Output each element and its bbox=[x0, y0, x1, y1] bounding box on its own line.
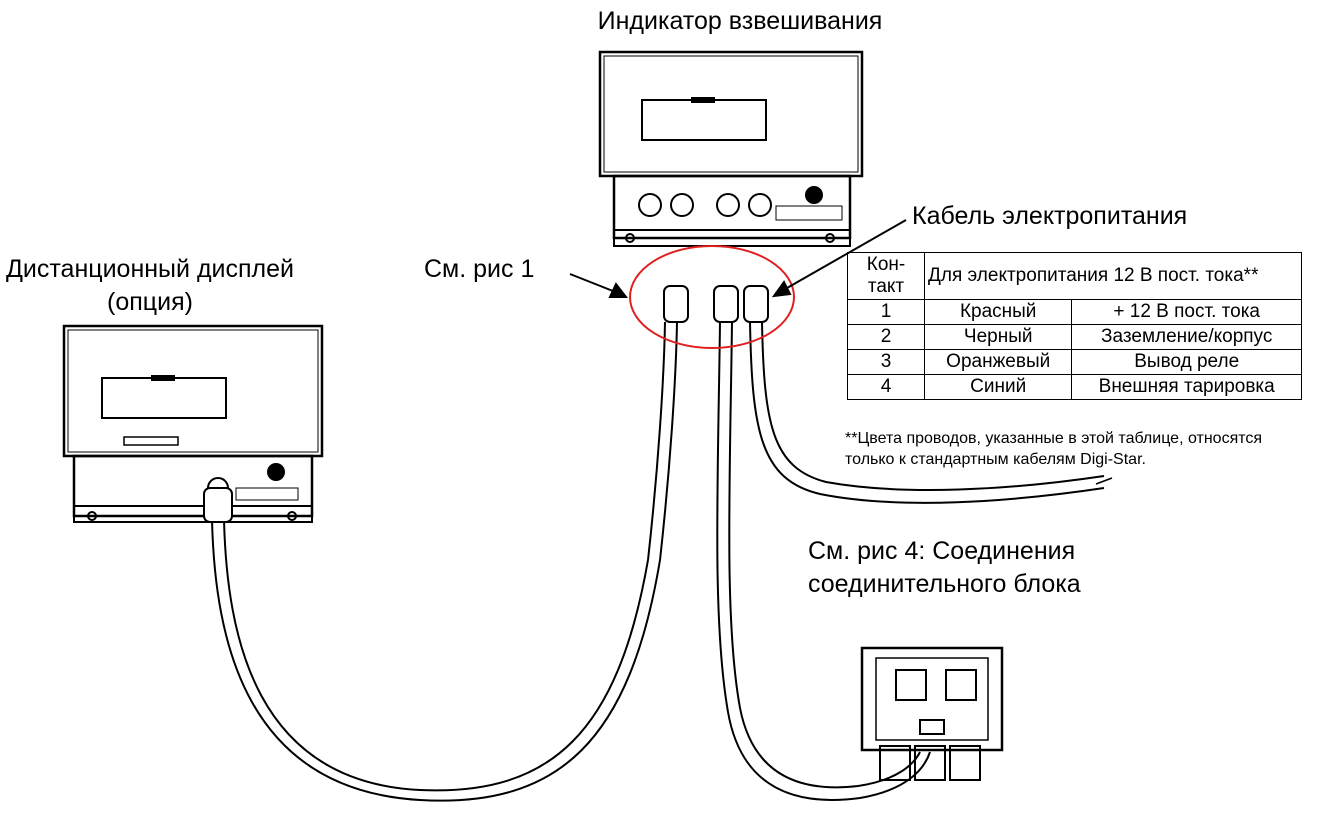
pin-cell: 1 bbox=[847, 299, 925, 325]
junction-box-label: соединительного блока bbox=[808, 570, 1081, 598]
remote-display-option-label: (опция) bbox=[107, 288, 193, 316]
see-fig1-label: См. рис 1 bbox=[424, 255, 535, 283]
pin-cell: 3 bbox=[847, 349, 925, 375]
weighing-indicator-device bbox=[598, 50, 864, 247]
function-cell: + 12 В пост. тока bbox=[1071, 299, 1302, 325]
see-fig4-label: См. рис 4: Соединения bbox=[808, 537, 1076, 565]
color-cell: Красный bbox=[923, 299, 1073, 325]
table-footnote: **Цвета проводов, указанные в этой табли… bbox=[845, 430, 1263, 468]
power-header-cell: Для электропитания 12 В пост. тока** bbox=[924, 252, 1302, 300]
color-cell: Оранжевый bbox=[923, 349, 1073, 375]
remote-display-label: Дистанционный дисплей bbox=[5, 255, 294, 283]
pin-cell: 2 bbox=[847, 324, 925, 350]
pointer-arrows bbox=[569, 219, 907, 298]
pin-header-line2: такт bbox=[867, 276, 905, 297]
pin-header-line1: Кон- bbox=[866, 254, 906, 275]
table-row: 3 Оранжевый Вывод реле bbox=[847, 349, 1302, 375]
junction-box-device bbox=[860, 646, 1004, 781]
function-cell: Внешняя тарировка bbox=[1071, 374, 1302, 400]
cables bbox=[211, 321, 1113, 802]
power-cable-label: Кабель электропитания bbox=[912, 202, 1188, 230]
cable-connectors bbox=[203, 285, 769, 523]
color-cell: Черный bbox=[923, 324, 1073, 350]
remote-display-device bbox=[62, 324, 324, 523]
pin-table: Кон- такт Для электропитания 12 В пост. … bbox=[847, 252, 1302, 400]
indicator-label: Индикатор взвешивания bbox=[597, 7, 883, 35]
pin-table-header: Кон- такт Для электропитания 12 В пост. … bbox=[847, 252, 1302, 300]
pin-header-cell: Кон- такт bbox=[847, 252, 925, 300]
table-row: 2 Черный Заземление/корпус bbox=[847, 324, 1302, 350]
pin-cell: 4 bbox=[847, 374, 925, 400]
table-row: 1 Красный + 12 В пост. тока bbox=[847, 299, 1302, 325]
table-row: 4 Синий Внешняя тарировка bbox=[847, 374, 1302, 400]
function-cell: Вывод реле bbox=[1071, 349, 1302, 375]
color-cell: Синий bbox=[923, 374, 1073, 400]
highlight-circle bbox=[629, 245, 795, 349]
function-cell: Заземление/корпус bbox=[1071, 324, 1302, 350]
